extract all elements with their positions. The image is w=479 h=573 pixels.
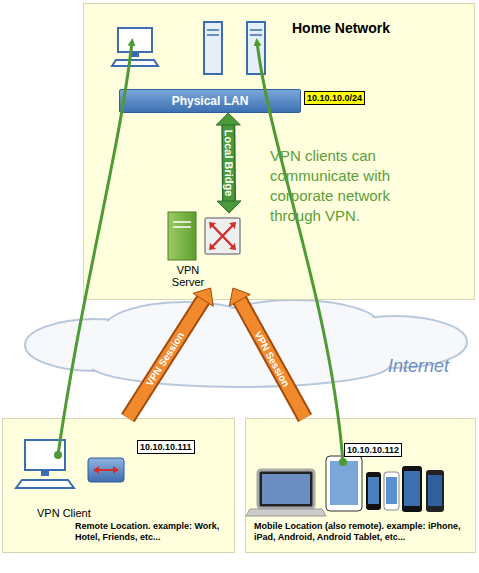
session-label: VPN Session <box>144 330 186 388</box>
connector-outline <box>128 300 203 418</box>
ip-address: 10.10.10.112 <box>344 443 402 457</box>
cloud-puff <box>105 302 265 354</box>
location-area: Mobile Location (also remote). example: … <box>245 418 476 553</box>
lan-name: Physical LAN <box>120 94 300 108</box>
server-name: VPN Server <box>166 264 210 288</box>
cloud-fill <box>27 321 163 369</box>
server-node: VPN Server <box>166 213 243 288</box>
cloud-puff <box>90 343 390 387</box>
lan-bar: Physical LAN <box>119 89 301 113</box>
connector-outline <box>221 125 236 201</box>
cloud-fill <box>107 304 263 352</box>
cloud-fill <box>212 302 378 350</box>
session-label: VPN Session <box>253 329 293 388</box>
cloud-fill <box>92 345 388 385</box>
cloud-puff <box>25 319 165 371</box>
cloud-name: Internet <box>388 356 449 377</box>
connector-outline <box>240 300 305 418</box>
vpn-session-tube <box>229 288 305 418</box>
location-note: Remote Location. example: Work, Hotel, F… <box>75 521 231 543</box>
cloud-fill <box>70 335 410 365</box>
subnet-label: 10.10.10.0/24 <box>304 91 365 105</box>
bridge-label: Local Bridge <box>222 130 235 197</box>
connector-body <box>240 300 305 418</box>
location-area: VPN ClientRemote Location. example: Work… <box>2 418 235 553</box>
location-note: Mobile Location (also remote). example: … <box>254 521 472 543</box>
client-name: VPN Client <box>37 507 107 519</box>
connector-body <box>223 125 235 201</box>
vpn-session-tube <box>128 288 213 418</box>
ip-address: 10.10.10.111 <box>137 440 195 454</box>
cloud-puff <box>210 300 380 352</box>
internet-cloud <box>25 300 467 387</box>
connector-body <box>128 300 203 418</box>
area-title: Home Network <box>292 20 422 36</box>
note-text: VPN clients can communicate with corpora… <box>270 146 420 226</box>
